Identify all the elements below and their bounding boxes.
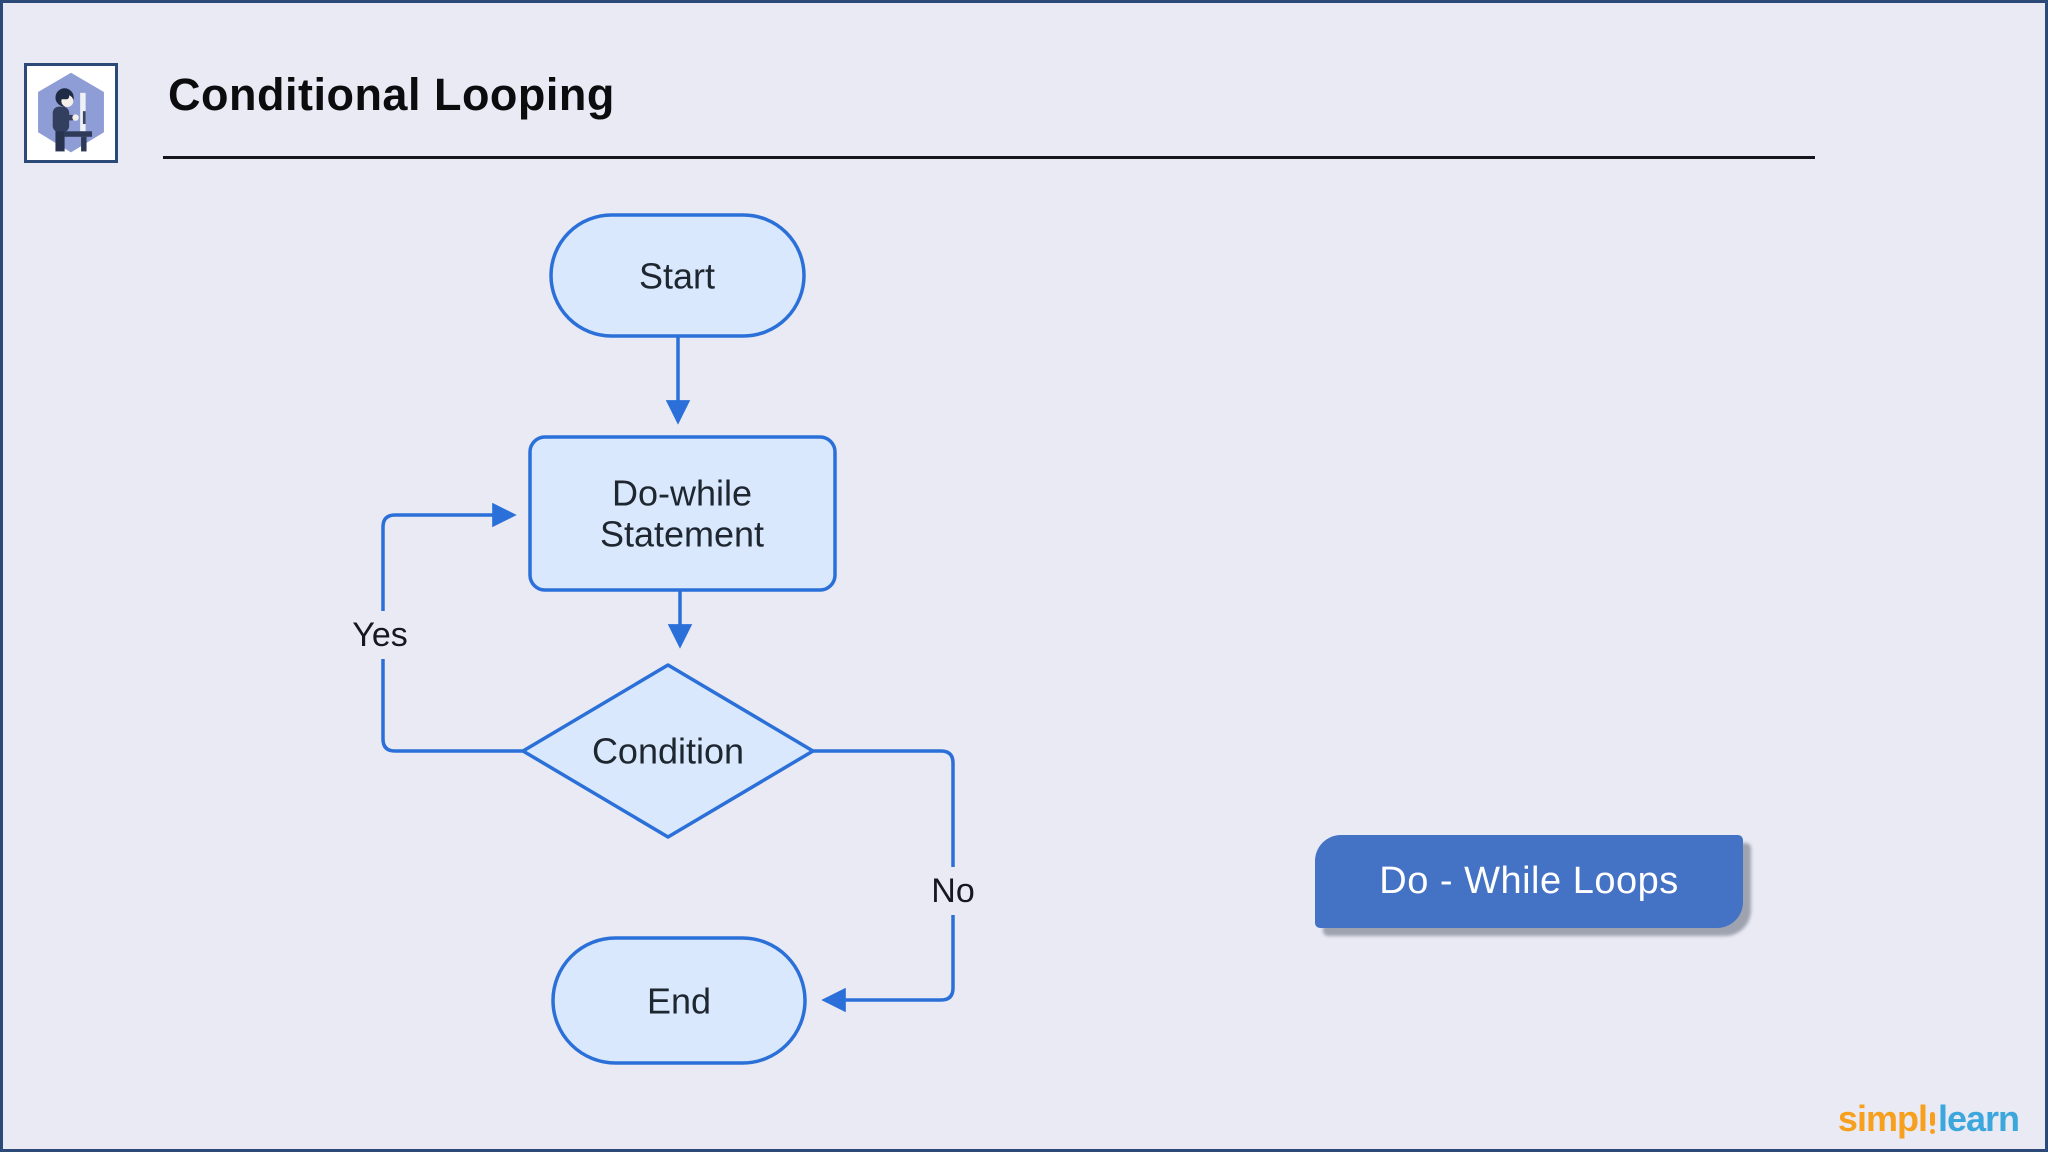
flowchart-node-do-while-statement <box>528 435 837 592</box>
person-at-computer-icon <box>38 72 104 153</box>
flowchart-node-condition <box>521 663 815 839</box>
page-title: Conditional Looping <box>168 69 615 120</box>
start-node-label: Start <box>639 256 715 297</box>
logo-text-learn: learn <box>1937 1098 2020 1139</box>
flowchart: Yes No Start Do-while Statement Conditio… <box>352 213 982 1065</box>
simplilearn-logo: simpl learn <box>1837 1095 2020 1143</box>
logo-i-separator-icon <box>1929 1112 1935 1134</box>
logo-text-simpl: simpl <box>1837 1098 1928 1139</box>
topic-banner-label: Do - While Loops <box>1379 860 1679 902</box>
no-label-backing <box>926 867 982 915</box>
edge-label-yes: Yes <box>352 616 407 654</box>
dowhile-node-label-line2: Statement <box>600 514 764 555</box>
dowhile-node-label-line1: Do-while <box>612 473 752 514</box>
brand-mark-box <box>24 63 118 163</box>
yes-label-backing <box>353 611 409 659</box>
edge-label-no: No <box>931 872 974 910</box>
flowchart-node-start <box>549 213 806 338</box>
topic-banner: Do - While Loops <box>1315 835 1743 928</box>
flowchart-node-end <box>551 936 807 1065</box>
condition-node-label: Condition <box>592 731 744 772</box>
end-node-label: End <box>647 981 711 1022</box>
title-underline <box>163 156 1815 159</box>
